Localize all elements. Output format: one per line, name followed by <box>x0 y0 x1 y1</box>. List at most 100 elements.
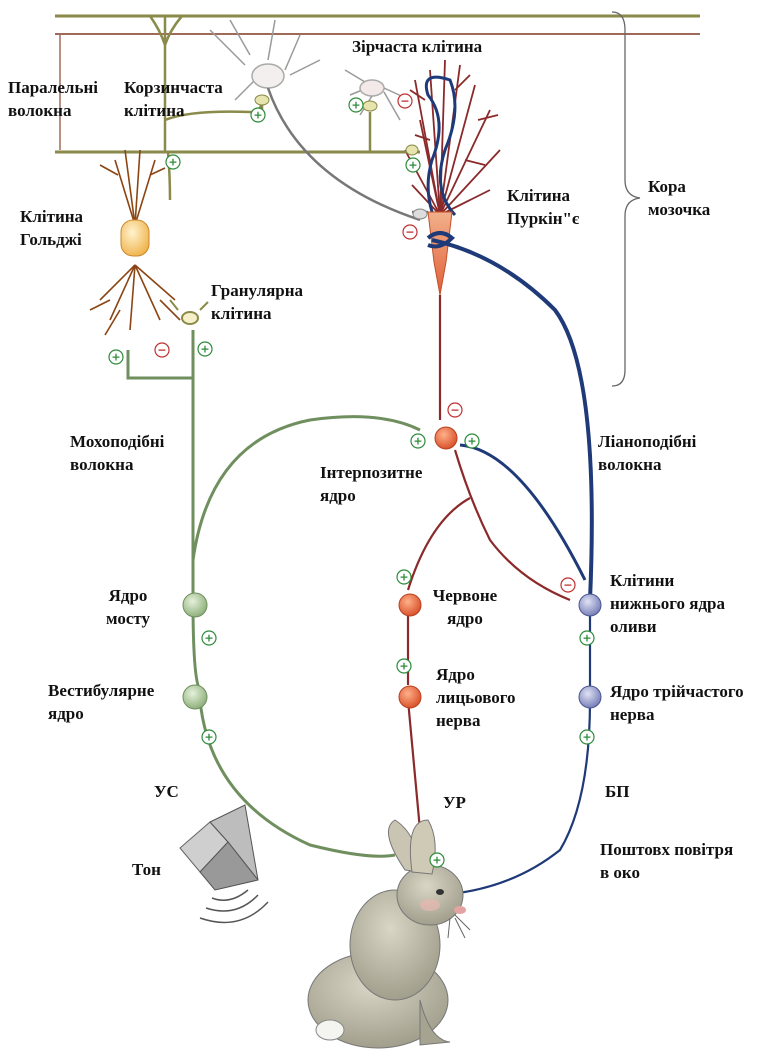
label-cerebellar-cortex: Кора мозочка <box>648 177 711 219</box>
label-facial-nucleus: Ядро лицьового нерва <box>436 665 516 730</box>
label-inferior-olive: Клітини нижнього ядра оливи <box>610 571 725 636</box>
label-line: УР <box>443 793 466 812</box>
excitatory-sign-glyph: + <box>413 435 422 448</box>
label-vestibular-nucleus: Вестибулярне ядро <box>48 681 155 723</box>
label-line: Корзинчаста <box>124 78 223 97</box>
label-ur: УР <box>443 793 466 812</box>
label-line: волокна <box>8 101 72 120</box>
inhibitory-synapses: − − − − − <box>155 94 575 592</box>
label-line: Ядро <box>109 586 148 605</box>
label-line: мосту <box>106 609 151 628</box>
label-line: оливи <box>610 617 657 636</box>
label-granule-cell: Гранулярна клітина <box>211 281 304 323</box>
label-pontine-nucleus: Ядро мосту <box>106 586 151 628</box>
excitatory-sign-glyph: + <box>253 109 262 122</box>
cortex-brace <box>612 12 640 386</box>
label-line: ядро <box>320 486 356 505</box>
label-line: Зірчаста клітина <box>352 37 483 56</box>
speaker-icon <box>180 805 268 922</box>
label-line: Поштовх повітря <box>600 840 733 859</box>
label-line: Інтерпозитне <box>320 463 423 482</box>
label-line: Ядро трійчастого <box>610 682 744 701</box>
label-line: Гранулярна <box>211 281 304 300</box>
label-line: ядро <box>48 704 84 723</box>
label-line: клітина <box>124 101 185 120</box>
golgi-cell-body <box>121 220 149 256</box>
label-stellate-cell: Зірчаста клітина <box>352 37 483 56</box>
stellate-synapse <box>413 209 427 219</box>
label-parallel-fibers: Паралельні волокна <box>8 78 98 120</box>
label-mossy-fibers: Мохоподібні волокна <box>70 432 165 474</box>
label-line: Вестибулярне <box>48 681 155 700</box>
label-line: Клітини <box>610 571 675 590</box>
excitatory-sign-glyph: + <box>467 435 476 448</box>
facial-nucleus-body <box>399 686 421 708</box>
purkinje-body <box>428 212 452 295</box>
label-basket-cell: Корзинчаста клітина <box>124 78 223 120</box>
label-red-nucleus: Червоне ядро <box>433 586 498 628</box>
label-cs: УС <box>154 782 179 801</box>
label-line: Ліаноподібні <box>598 432 697 451</box>
label-line: Тон <box>132 860 161 879</box>
label-line: ядро <box>447 609 483 628</box>
excitatory-sign-glyph: + <box>204 731 213 744</box>
parallel-purkinje-synapse <box>406 145 418 155</box>
label-line: Мохоподібні <box>70 432 165 451</box>
inferior-olive-body <box>579 594 601 616</box>
labels: Паралельні волокна Корзинчаста клітина Зірча… <box>8 37 744 882</box>
label-line: мозочка <box>648 200 711 219</box>
label-line: в око <box>600 863 640 882</box>
label-line: волокна <box>70 455 134 474</box>
label-line: лицьового <box>436 688 516 707</box>
excitatory-sign-glyph: + <box>399 660 408 673</box>
inhibitory-sign-glyph: − <box>157 344 166 357</box>
label-climbing-fibers: Ліаноподібні волокна <box>598 432 697 474</box>
label-line: Ядро <box>436 665 475 684</box>
label-trigeminal-nucleus: Ядро трійчастого нерва <box>610 682 744 724</box>
excitatory-sign-glyph: + <box>582 632 591 645</box>
trigeminal-nucleus-body <box>579 686 601 708</box>
pontine-nucleus-body <box>183 593 207 617</box>
label-line: нижнього ядра <box>610 594 725 613</box>
label-line: нерва <box>436 711 481 730</box>
label-line: Клітина <box>507 186 571 205</box>
red-nucleus-body <box>399 594 421 616</box>
climbing-to-interpositus <box>460 445 585 580</box>
granule-cell <box>170 300 208 324</box>
label-line: Червоне <box>433 586 498 605</box>
label-tone: Тон <box>132 860 161 879</box>
excitatory-sign-glyph: + <box>582 731 591 744</box>
label-line: Пуркін"є <box>507 209 580 228</box>
label-line: волокна <box>598 455 662 474</box>
label-line: Кора <box>648 177 686 196</box>
label-line: Гольджі <box>20 230 82 249</box>
excitatory-sign-glyph: + <box>168 156 177 169</box>
label-air-puff: Поштовх повітря в око <box>600 840 733 882</box>
mossy-fiber-path <box>128 330 420 856</box>
blue-pathways <box>440 612 590 895</box>
inhibitory-sign-glyph: − <box>400 95 409 108</box>
excitatory-sign-glyph: + <box>200 343 209 356</box>
excitatory-sign-glyph: + <box>351 99 360 112</box>
inhibitory-sign-glyph: − <box>450 404 459 417</box>
vestibular-nucleus-body <box>183 685 207 709</box>
inhibitory-sign-glyph: − <box>405 226 414 239</box>
label-line: клітина <box>211 304 272 323</box>
label-line: Паралельні <box>8 78 98 97</box>
label-interpositus-nucleus: Інтерпозитне ядро <box>320 463 423 505</box>
label-us: БП <box>605 782 629 801</box>
rabbit-icon <box>308 820 470 1048</box>
excitatory-sign-glyph: + <box>408 159 417 172</box>
interpositus-nucleus-body <box>435 427 457 449</box>
label-line: нерва <box>610 705 655 724</box>
inhibitory-sign-glyph: − <box>563 579 572 592</box>
excitatory-sign-glyph: + <box>432 854 441 867</box>
label-line: Клітина <box>20 207 84 226</box>
excitatory-sign-glyph: + <box>204 632 213 645</box>
excitatory-sign-glyph: + <box>111 351 120 364</box>
label-line: УС <box>154 782 179 801</box>
excitatory-sign-glyph: + <box>399 571 408 584</box>
